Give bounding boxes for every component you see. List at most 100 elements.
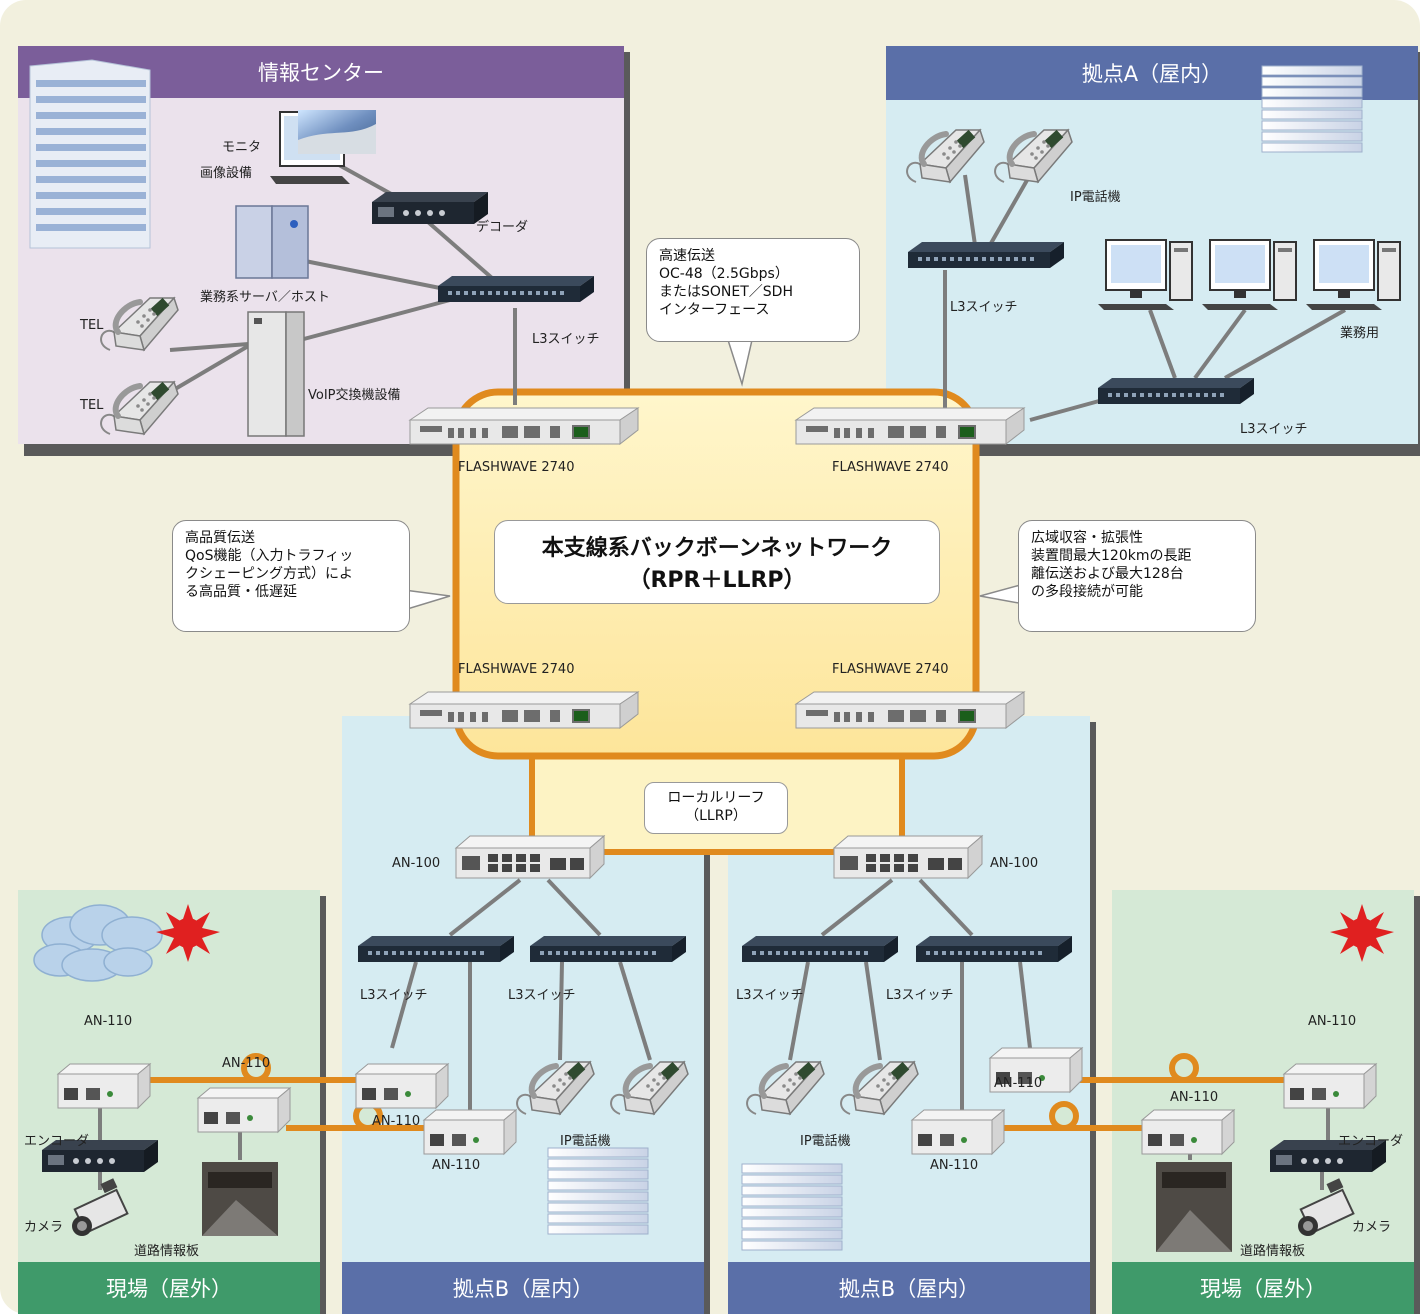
zone-field-left-footer: [18, 1262, 320, 1314]
server-icon: [235, 205, 309, 279]
callout-line: OC-48（2.5Gbps）: [659, 266, 789, 282]
callout-line: 高速伝送: [659, 248, 715, 264]
an110-icon: [197, 1087, 291, 1133]
flashwave-icon: [795, 407, 1025, 445]
label-an110: AN-110: [372, 1114, 421, 1129]
road-info-board-icon: [1156, 1162, 1232, 1252]
label-tel: TEL: [80, 398, 104, 413]
backbone-label-line1: 本支線系バックボーンネットワーク: [541, 536, 893, 561]
local-leaf-label-line1: ローカルリーフ: [667, 790, 765, 806]
label-flashwave: FLASHWAVE 2740: [458, 460, 575, 475]
label-l3-switch: L3スイッチ: [1240, 422, 1308, 437]
label-l3-switch: L3スイッチ: [886, 988, 954, 1003]
l3-switch-icon: [908, 242, 1064, 268]
zone-title-field-left: 現場（屋外）: [106, 1277, 232, 1301]
label-an100: AN-100: [392, 856, 441, 871]
l3-switch-icon: [916, 936, 1072, 962]
label-an110: AN-110: [930, 1158, 979, 1173]
l3-switch-icon: [1098, 378, 1254, 404]
label-an110: AN-110: [222, 1056, 271, 1071]
callout-line: の多段接続が可能: [1031, 584, 1143, 600]
an110-icon: [1283, 1063, 1377, 1109]
label-voip: VoIP交換機設備: [308, 388, 401, 403]
decoder-icon: [372, 192, 488, 224]
building-icon: [29, 59, 151, 249]
an100-icon: [833, 835, 983, 879]
label-flashwave: FLASHWAVE 2740: [832, 662, 949, 677]
callout-scalability: 広域収容・拡張性 装置間最大120kmの長距 離伝送および最大128台 の多段接…: [1018, 520, 1256, 632]
label-camera: カメラ: [24, 1220, 64, 1235]
callout-line: クシェーピング方式）によ: [185, 566, 353, 582]
callout-line: 高品質伝送: [185, 530, 255, 546]
an110-icon: [1141, 1109, 1235, 1155]
cloud-icon: [33, 904, 163, 982]
road-info-board-icon: [202, 1162, 278, 1236]
label-an110: AN-110: [1170, 1090, 1219, 1105]
voip-exchange-icon: [247, 311, 305, 437]
an110-icon: [355, 1063, 449, 1109]
monitor-icon: [270, 110, 376, 184]
label-ip-phone: IP電話機: [800, 1134, 851, 1149]
local-leaf-label: ローカルリーフ （LLRP）: [644, 782, 788, 834]
an100-icon: [455, 835, 605, 879]
local-leaf-label-line2: （LLRP）: [685, 808, 747, 824]
label-encoder: エンコーダ: [24, 1134, 90, 1149]
label-ip-phone: IP電話機: [560, 1134, 611, 1149]
callout-line: る高品質・低遅延: [185, 584, 297, 600]
callout-high-speed: 高速伝送 OC-48（2.5Gbps） またはSONET／SDH インターフェー…: [646, 238, 860, 342]
label-encoder: エンコーダ: [1338, 1134, 1404, 1149]
label-an110: AN-110: [84, 1014, 133, 1029]
backbone-label-line2: （RPR＋LLRP）: [628, 568, 806, 593]
callout-high-quality: 高品質伝送 QoS機能（入力トラフィッ クシェーピング方式）によ る高品質・低遅…: [172, 520, 410, 632]
fiber-coil-icon: [241, 1053, 1199, 1131]
label-road-board: 道路情報板: [1240, 1244, 1306, 1259]
callout-line: またはSONET／SDH: [659, 284, 793, 300]
zone-title-field-right: 現場（屋外）: [1200, 1277, 1326, 1301]
callout-line: 広域収容・拡張性: [1031, 530, 1143, 546]
backbone-label: 本支線系バックボーンネットワーク （RPR＋LLRP）: [494, 520, 940, 604]
label-an110: AN-110: [432, 1158, 481, 1173]
label-flashwave: FLASHWAVE 2740: [458, 662, 575, 677]
label-server: 業務系サーバ／ホスト: [200, 290, 330, 305]
flashwave-icon: [409, 691, 639, 729]
label-imaging: 画像設備: [200, 166, 253, 181]
label-monitor: モニタ: [222, 140, 262, 155]
label-l3-switch: L3スイッチ: [360, 988, 428, 1003]
label-l3-switch: L3スイッチ: [508, 988, 576, 1003]
l3-switch-icon: [358, 936, 514, 962]
zone-title-site-b-left: 拠点B（屋内）: [452, 1277, 594, 1301]
label-ip-phone: IP電話機: [1070, 190, 1121, 205]
label-camera: カメラ: [1352, 1220, 1392, 1235]
zone-title-site-a: 拠点A（屋内）: [1081, 62, 1223, 86]
label-decoder: デコーダ: [476, 220, 529, 235]
label-an110: AN-110: [994, 1076, 1043, 1091]
label-l3-switch: L3スイッチ: [532, 332, 600, 347]
label-tel: TEL: [80, 318, 104, 333]
l3-switch-icon: [742, 936, 898, 962]
callout-line: QoS機能（入力トラフィッ: [185, 548, 354, 564]
l3-switch-icon: [530, 936, 686, 962]
label-l3-switch: L3スイッチ: [950, 300, 1018, 315]
zone-site-b-left-footer: [342, 1262, 704, 1314]
label-an100: AN-100: [990, 856, 1039, 871]
label-road-board: 道路情報板: [134, 1244, 200, 1259]
label-flashwave: FLASHWAVE 2740: [832, 460, 949, 475]
an110-icon: [57, 1063, 151, 1109]
an110-icon: [911, 1109, 1005, 1155]
flashwave-icon: [409, 407, 639, 445]
zone-title-info-center: 情報センター: [258, 61, 384, 85]
label-l3-switch: L3スイッチ: [736, 988, 804, 1003]
an110-icon: [423, 1109, 517, 1155]
callout-line: 離伝送および最大128台: [1031, 566, 1184, 582]
zone-field-right-footer: [1112, 1262, 1414, 1314]
l3-switch-icon: [438, 276, 594, 302]
callout-line: インターフェース: [659, 302, 770, 318]
zone-title-site-b-right: 拠点B（屋内）: [838, 1277, 980, 1301]
label-an110: AN-110: [1308, 1014, 1357, 1029]
callout-line: 装置間最大120kmの長距: [1031, 548, 1192, 564]
flashwave-icon: [795, 691, 1025, 729]
connection-lines: [98, 158, 1346, 1190]
zone-site-b-right-footer: [728, 1262, 1090, 1314]
label-business: 業務用: [1340, 326, 1380, 341]
